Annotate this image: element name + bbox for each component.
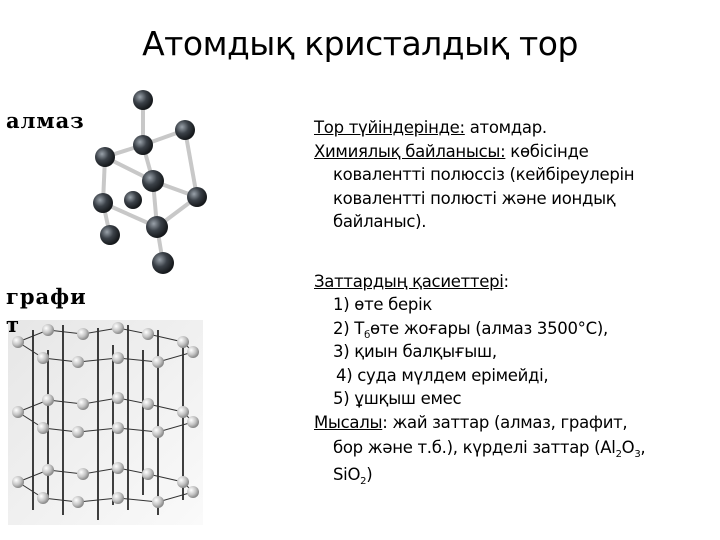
bond-line: Химиялық байланысы: көбісінде bbox=[314, 140, 714, 164]
nodes-value: атомдар. bbox=[464, 118, 547, 137]
content-text: Тор түйіндерінде: атомдар. Химиялық байл… bbox=[314, 116, 714, 488]
graphite-label-line1: графи bbox=[6, 284, 87, 309]
prop-2-c: °С), bbox=[577, 318, 609, 338]
examples-2-c: , bbox=[640, 438, 646, 457]
examples-line-2: бор және т.б.), күрделі заттар (Al2O3, bbox=[314, 434, 714, 461]
props-colon: : bbox=[503, 271, 510, 291]
examples-3-b: ) bbox=[366, 465, 373, 484]
props-line: Заттардың қасиеттері: bbox=[314, 270, 714, 294]
examples-1: : жай заттар (алмаз, графит, bbox=[382, 412, 628, 432]
examples-label: Мысалы bbox=[314, 412, 383, 432]
bond-value: көбісінде bbox=[505, 141, 589, 161]
examples-2-b: O bbox=[621, 438, 635, 457]
prop-5: 5) ұшқыш емес bbox=[333, 389, 462, 408]
prop-2-b: өте жоғары (алмаз 3500 bbox=[369, 318, 578, 338]
examples-3-sub: 2 bbox=[360, 476, 367, 487]
examples-2-sub2: 3 bbox=[634, 449, 641, 460]
nodes-label: Тор түйіндерінде: bbox=[314, 118, 465, 137]
prop-2-sub: б bbox=[364, 329, 370, 341]
bond-line-3: ковалентті полюсті және иондық bbox=[333, 188, 616, 208]
graphite-lattice-image bbox=[8, 320, 203, 525]
bond-line-4: байланыс). bbox=[333, 212, 427, 231]
slide-title: Атомдық кристалдық тор bbox=[142, 24, 578, 63]
examples-line-3: SiO2) bbox=[314, 461, 714, 488]
nodes-line: Тор түйіндерінде: атомдар. bbox=[314, 116, 714, 140]
examples-line: Мысалы: жай заттар (алмаз, графит, bbox=[314, 411, 714, 435]
bond-label: Химиялық байланысы: bbox=[314, 141, 506, 161]
examples-2-a: бор және т.б.), күрделі заттар (Al bbox=[333, 438, 616, 457]
examples-2-sub1: 2 bbox=[615, 449, 622, 460]
bond-line-2: ковалентті полюссіз (кейбіреулерін bbox=[333, 165, 635, 184]
prop-2-a: 2) T bbox=[333, 318, 365, 338]
prop-2: 2) Tбөте жоғары (алмаз 3500°С), bbox=[314, 317, 714, 341]
diamond-label: алмаз bbox=[6, 108, 85, 133]
examples-3-a: SiO bbox=[333, 465, 361, 484]
prop-3: 3) қиын балқығыш, bbox=[333, 342, 497, 361]
prop-4: 4) суда мүлдем ерімейді, bbox=[336, 365, 549, 385]
graphite-label-line2: т bbox=[6, 312, 21, 337]
props-label: Заттардың қасиеттері bbox=[314, 271, 504, 291]
diamond-lattice-image bbox=[93, 90, 207, 274]
prop-1: 1) өте берік bbox=[333, 295, 433, 314]
